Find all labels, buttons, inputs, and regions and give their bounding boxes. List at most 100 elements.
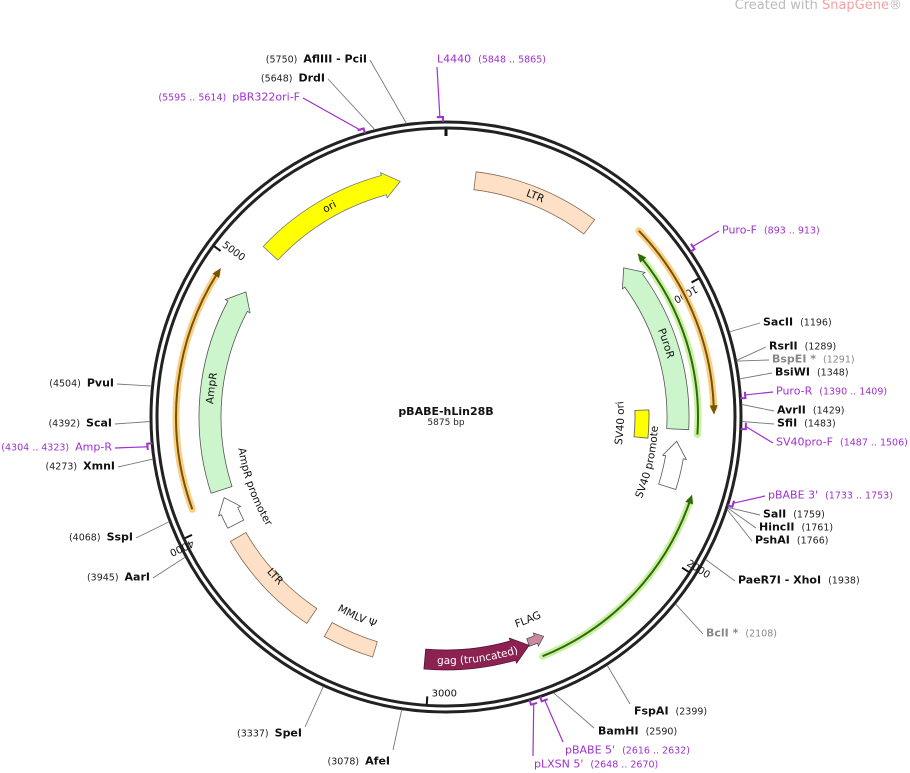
primer-label-pbr322ori-f[interactable]: (5595 .. 5614)pBR322ori-F: [158, 91, 300, 106]
site-name: BspEI *: [772, 352, 816, 366]
site-position: (2648 .. 2670): [590, 759, 659, 771]
site-label-aari[interactable]: (3945)AarI: [87, 571, 150, 586]
feature-flag-label: FLAG: [513, 609, 543, 630]
site-label-pvui[interactable]: (4504) PvuI: [49, 377, 114, 392]
site-position: (4504): [49, 378, 81, 390]
feature-ampr-label-text: AmpR: [204, 372, 220, 405]
primer-label-l4440[interactable]: L4440(5848 .. 5865): [437, 53, 551, 68]
primer-label-plxsn-5[interactable]: pLXSN 5' (2648 .. 2670): [534, 758, 663, 773]
site-label-xmni[interactable]: (4273)XmnI: [46, 460, 115, 475]
site-position: (3945): [86, 572, 119, 584]
site-name: PaeR7I - XhoI: [738, 573, 822, 587]
primer-binding-mark: [689, 243, 696, 253]
feature-ori: [262, 171, 401, 261]
feature-ori-label: ori: [321, 198, 339, 215]
site-name: SacII: [763, 315, 794, 329]
site-leader-line: [152, 556, 186, 579]
site-label-fspai[interactable]: FspAI(2399): [634, 705, 712, 720]
site-label-scai[interactable]: (4392)ScaI: [48, 417, 112, 432]
site-label-afei[interactable]: (3078)AfeI: [328, 755, 390, 770]
site-position: (5648): [260, 73, 293, 85]
orf-line: [638, 230, 715, 408]
site-name: BamHI: [598, 724, 639, 738]
site-position: (1196): [800, 317, 832, 329]
site-position: (2108): [745, 628, 777, 640]
site-label-bsiwi[interactable]: BsiWI(1348): [775, 366, 854, 381]
site-position: (893 .. 913): [763, 225, 820, 237]
site-position: (1289): [804, 341, 837, 353]
primer-leader-line: [744, 425, 774, 444]
site-name: HincII: [759, 520, 795, 534]
plasmid-length: 5875 bp: [427, 418, 465, 428]
site-name: Amp-R: [75, 440, 112, 454]
site-leader-line: [327, 78, 376, 130]
site-label-hincii[interactable]: HincII(1761): [759, 521, 838, 536]
site-name: ScaI: [86, 416, 112, 430]
feature-flag: [526, 632, 545, 647]
site-leader-line: [741, 403, 775, 412]
site-leader-line: [553, 692, 595, 729]
site-position: (1938): [828, 575, 860, 587]
site-label-drdi[interactable]: (5648)DrdI: [261, 72, 325, 87]
site-position: (4273): [45, 461, 78, 473]
site-name: SV40pro-F: [776, 435, 833, 449]
site-label-sspi[interactable]: (4068)SspI: [69, 531, 133, 546]
site-label-sacii[interactable]: SacII (1196): [763, 316, 837, 331]
site-leader-line: [369, 59, 407, 124]
site-name: pBABE 5': [565, 743, 616, 757]
site-position: (2399): [675, 706, 708, 718]
site-name: PvuI: [86, 376, 114, 390]
site-label-spei[interactable]: (3337) SpeI: [237, 727, 302, 742]
primer-label-pbabe-5[interactable]: pBABE 5'(2616 .. 2632): [565, 744, 695, 759]
feature-mmlv-psi: [323, 621, 378, 658]
feature-flag-label-text: FLAG: [513, 609, 543, 630]
site-name: pLXSN 5': [534, 757, 584, 771]
primer-leader-line: [744, 391, 774, 396]
site-position: (5848 .. 5865): [478, 54, 546, 66]
primer-label-amp-r[interactable]: (4304 .. 4323)Amp-R: [1, 441, 112, 456]
tick-mark: [681, 566, 690, 573]
watermark-reg: ®: [889, 0, 902, 13]
orf-line: [175, 273, 218, 510]
watermark-text: Created with: [734, 0, 822, 13]
site-name: SpeI: [274, 726, 302, 740]
site-label-pshai[interactable]: PshAI(1766): [755, 534, 833, 549]
primer-label-puro-f[interactable]: Puro-F(893 .. 913): [722, 224, 825, 239]
site-label-sfii[interactable]: SfiI(1483): [777, 417, 841, 432]
site-name: SspI: [106, 530, 133, 544]
site-position: (1487 .. 1506): [840, 437, 908, 449]
feature-mmlv-psi-label: MMLV Ψ: [336, 603, 378, 631]
primer-leader-line: [436, 66, 441, 119]
site-label-avrii[interactable]: AvrII(1429): [777, 404, 850, 419]
site-label-bamhi[interactable]: BamHI(2590): [598, 725, 682, 740]
site-position: (1733 .. 1753): [825, 490, 893, 502]
feature-ampr-promoter: [217, 497, 245, 529]
site-name: BsiWI: [775, 365, 810, 379]
primer-binding-mark: [528, 699, 538, 706]
tick-mark: [213, 245, 222, 252]
site-position: (3337): [237, 728, 269, 740]
tick-mark: [691, 277, 700, 284]
site-label-sali[interactable]: SalI(1759): [763, 508, 830, 523]
site-leader-line: [726, 509, 753, 542]
site-leader-line: [114, 421, 151, 425]
orf-highlight: [539, 497, 694, 660]
site-name: pBR322ori-F: [232, 90, 300, 104]
site-label-bspei[interactable]: BspEI *(1291): [772, 353, 860, 368]
site-label-afliii-pcii[interactable]: (5750)AflIII - PciI: [266, 53, 367, 68]
snapgene-watermark: Created with SnapGene®: [735, 0, 902, 13]
orf-arrowhead-icon: [637, 253, 647, 263]
site-label-paer7i-xhoi[interactable]: PaeR7I - XhoI (1938): [738, 574, 865, 589]
site-leader-line: [116, 383, 152, 387]
feature-sv40-promoter: [658, 440, 688, 491]
site-label-bcli[interactable]: BclI *(2108): [706, 627, 782, 642]
orf-arrowhead-icon: [212, 268, 221, 278]
primer-binding-mark: [740, 422, 747, 431]
site-name: SalI: [763, 507, 787, 521]
primer-label-pbabe-3[interactable]: pBABE 3'(1733 .. 1753): [768, 489, 898, 504]
site-leader-line: [392, 709, 403, 751]
primer-label-sv40pro-f[interactable]: SV40pro-F (1487 .. 1506): [776, 436, 910, 451]
site-label-rsrii[interactable]: RsrII(1289): [769, 340, 841, 355]
feature-ampr: [198, 291, 251, 494]
primer-label-puro-r[interactable]: Puro-R(1390 .. 1409): [776, 385, 892, 400]
